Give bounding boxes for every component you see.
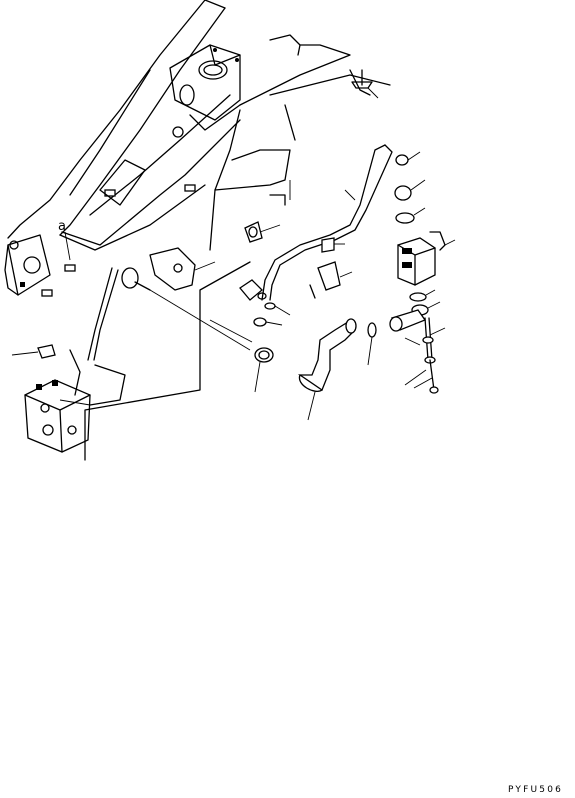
hydraulic-valve-block bbox=[397, 231, 456, 286]
o-ring-upper bbox=[395, 207, 426, 224]
tube-fitting-top bbox=[395, 151, 421, 166]
mounting-bracket bbox=[149, 247, 216, 291]
rubber-hose bbox=[297, 318, 357, 421]
lever-bracket-outline bbox=[84, 261, 251, 461]
frame-mount-block bbox=[169, 44, 241, 121]
chassis-frame bbox=[7, 0, 351, 251]
leader-line bbox=[367, 87, 379, 99]
control-lever bbox=[87, 267, 151, 361]
lever-bracket-outline bbox=[89, 364, 126, 406]
beam-hole bbox=[172, 126, 184, 138]
leader-line bbox=[209, 319, 253, 343]
leader-line bbox=[149, 289, 251, 351]
wire-clip bbox=[37, 344, 56, 359]
cover-plate bbox=[209, 69, 391, 251]
elbow-fitting bbox=[394, 179, 426, 201]
reference-letter-a: a bbox=[58, 219, 66, 234]
bracket-small bbox=[239, 279, 267, 301]
washer-small bbox=[253, 317, 283, 327]
square-nut bbox=[64, 264, 76, 272]
bolt-stack bbox=[404, 317, 446, 394]
o-ring-lower bbox=[409, 289, 436, 302]
pipe-connector bbox=[367, 309, 427, 366]
bolt-small bbox=[264, 302, 291, 316]
square-nut bbox=[184, 184, 196, 192]
bolt-mid bbox=[321, 237, 345, 253]
square-nut bbox=[41, 289, 53, 297]
leader-line bbox=[64, 231, 71, 261]
tube-clamp-mid bbox=[309, 261, 353, 299]
hydraulic-steel-tube bbox=[261, 144, 393, 301]
control-valve-assembly bbox=[24, 349, 91, 453]
leader-line bbox=[11, 351, 39, 356]
figure-code: PYFU506 bbox=[508, 785, 564, 795]
beam-access-plate bbox=[99, 159, 146, 206]
hose-clamp bbox=[254, 347, 274, 393]
tube-clamp-upper bbox=[244, 221, 281, 243]
rear-mount-plate bbox=[4, 234, 51, 296]
